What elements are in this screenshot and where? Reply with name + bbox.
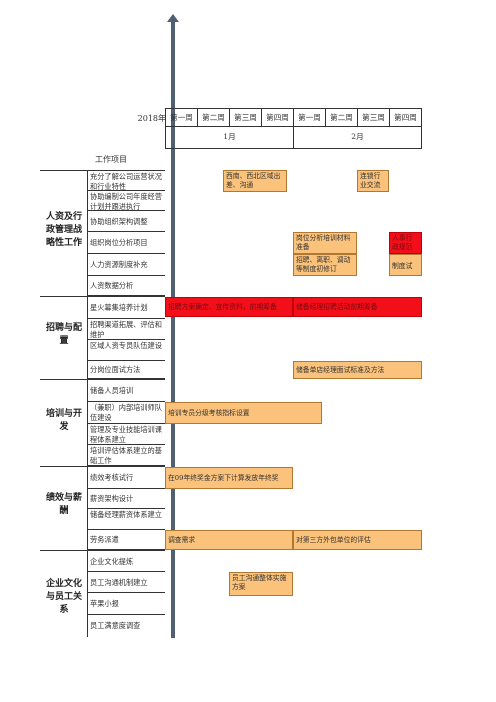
task-row: 招聘渠道拓展、评估和维护 bbox=[88, 319, 165, 340]
gantt-bar: 连锁行业交流 bbox=[357, 170, 389, 192]
gantt-bar: 培训专员分级考核指标设置 bbox=[165, 402, 322, 424]
table-divider bbox=[87, 170, 88, 637]
gantt-bar: 在09年终奖金方案下计算发放年终奖 bbox=[165, 467, 293, 489]
task-row: 人资数据分析 bbox=[88, 276, 165, 296]
task-row: 区域人资专员队伍建设 bbox=[88, 340, 165, 361]
task-row: 绩效考核试行 bbox=[88, 467, 165, 489]
task-row: 劳务派遣 bbox=[88, 530, 165, 550]
task-row: 协助编制公司年度经营计划并跟进执行 bbox=[88, 191, 165, 211]
table-top-border bbox=[40, 170, 165, 171]
task-row: 组织岗位分析项目 bbox=[88, 232, 165, 254]
week-2-1: 第一周 bbox=[293, 108, 325, 127]
week-1-4: 第四周 bbox=[261, 108, 293, 127]
gantt-bar: 对第三方外包单位的评估 bbox=[293, 530, 422, 550]
category-separator bbox=[40, 466, 165, 467]
task-row: 充分了解公司运营状况和行业特性 bbox=[88, 171, 165, 191]
gantt-bar: 人事行政规范 bbox=[389, 232, 422, 254]
gantt-bar: 招聘方案确定、宣传资料，前期筹备 bbox=[165, 297, 293, 317]
task-row: 星火幕集培养计划 bbox=[88, 297, 165, 319]
month-jan: 1月 bbox=[165, 127, 293, 149]
gantt-bar: 调查需求 bbox=[165, 530, 293, 550]
gantt-bar: 岗位分析培训材料准备 bbox=[293, 232, 357, 254]
week-1-3: 第三周 bbox=[229, 108, 261, 127]
category-train: 培训与开发 bbox=[45, 409, 82, 432]
task-row: 培训评估体系建立的基础工作 bbox=[88, 445, 165, 466]
week-1-2: 第二周 bbox=[197, 108, 229, 127]
category-recruit: 招聘与配置 bbox=[45, 323, 82, 346]
task-row: 储备人员培训 bbox=[88, 380, 165, 402]
category-culture: 企业文化与员工关系 bbox=[45, 578, 82, 615]
timeline-bar bbox=[171, 18, 175, 638]
month-feb: 2月 bbox=[293, 127, 422, 149]
gantt-bar: 储备经理招聘活动前期筹备 bbox=[293, 297, 422, 317]
task-row: 苹果小报 bbox=[88, 593, 165, 615]
category-separator bbox=[40, 379, 165, 380]
week-2-2: 第二周 bbox=[325, 108, 357, 127]
gantt-bar: 员工沟通整体实施方案 bbox=[229, 572, 293, 596]
task-row: 人力资源制度补充 bbox=[88, 254, 165, 276]
year-label: 2018年 bbox=[137, 114, 166, 123]
task-row: 管理及专业技能培训课程体系建立 bbox=[88, 424, 165, 445]
gantt-bar: 西南、西北区域出差、沟通 bbox=[223, 170, 287, 192]
gantt-bar: 储备单店经理面试标准及方法 bbox=[293, 361, 422, 379]
gantt-bar: 制度试行 bbox=[389, 254, 422, 276]
task-row: （兼职）内部培训师队伍建设 bbox=[88, 402, 165, 424]
week-2-3: 第三周 bbox=[357, 108, 389, 127]
gantt-bar: 招聘、离职、调动等制度初修订 bbox=[293, 254, 357, 276]
task-row: 协助组织架构调整 bbox=[88, 211, 165, 232]
task-row: 分岗位面试方法 bbox=[88, 361, 165, 379]
category-separator bbox=[40, 550, 165, 551]
task-row: 员工满意度调查 bbox=[90, 621, 141, 630]
week-2-4: 第四周 bbox=[389, 108, 422, 127]
work-items-caption: 工作项目 bbox=[95, 155, 127, 164]
category-hr: 人资及行政管理战略性工作 bbox=[45, 211, 82, 248]
task-row: 储备经理薪资体系建立 bbox=[88, 509, 165, 530]
week-1-1: 第一周 bbox=[165, 108, 197, 127]
task-row: 企业文化提炼 bbox=[88, 551, 165, 572]
task-row: 薪资架构设计 bbox=[88, 489, 165, 509]
timeline-arrow-icon bbox=[167, 14, 179, 22]
task-row: 员工沟通机制建立 bbox=[88, 572, 165, 593]
category-separator bbox=[40, 296, 165, 297]
category-perf: 绩效与薪酬 bbox=[45, 493, 82, 516]
